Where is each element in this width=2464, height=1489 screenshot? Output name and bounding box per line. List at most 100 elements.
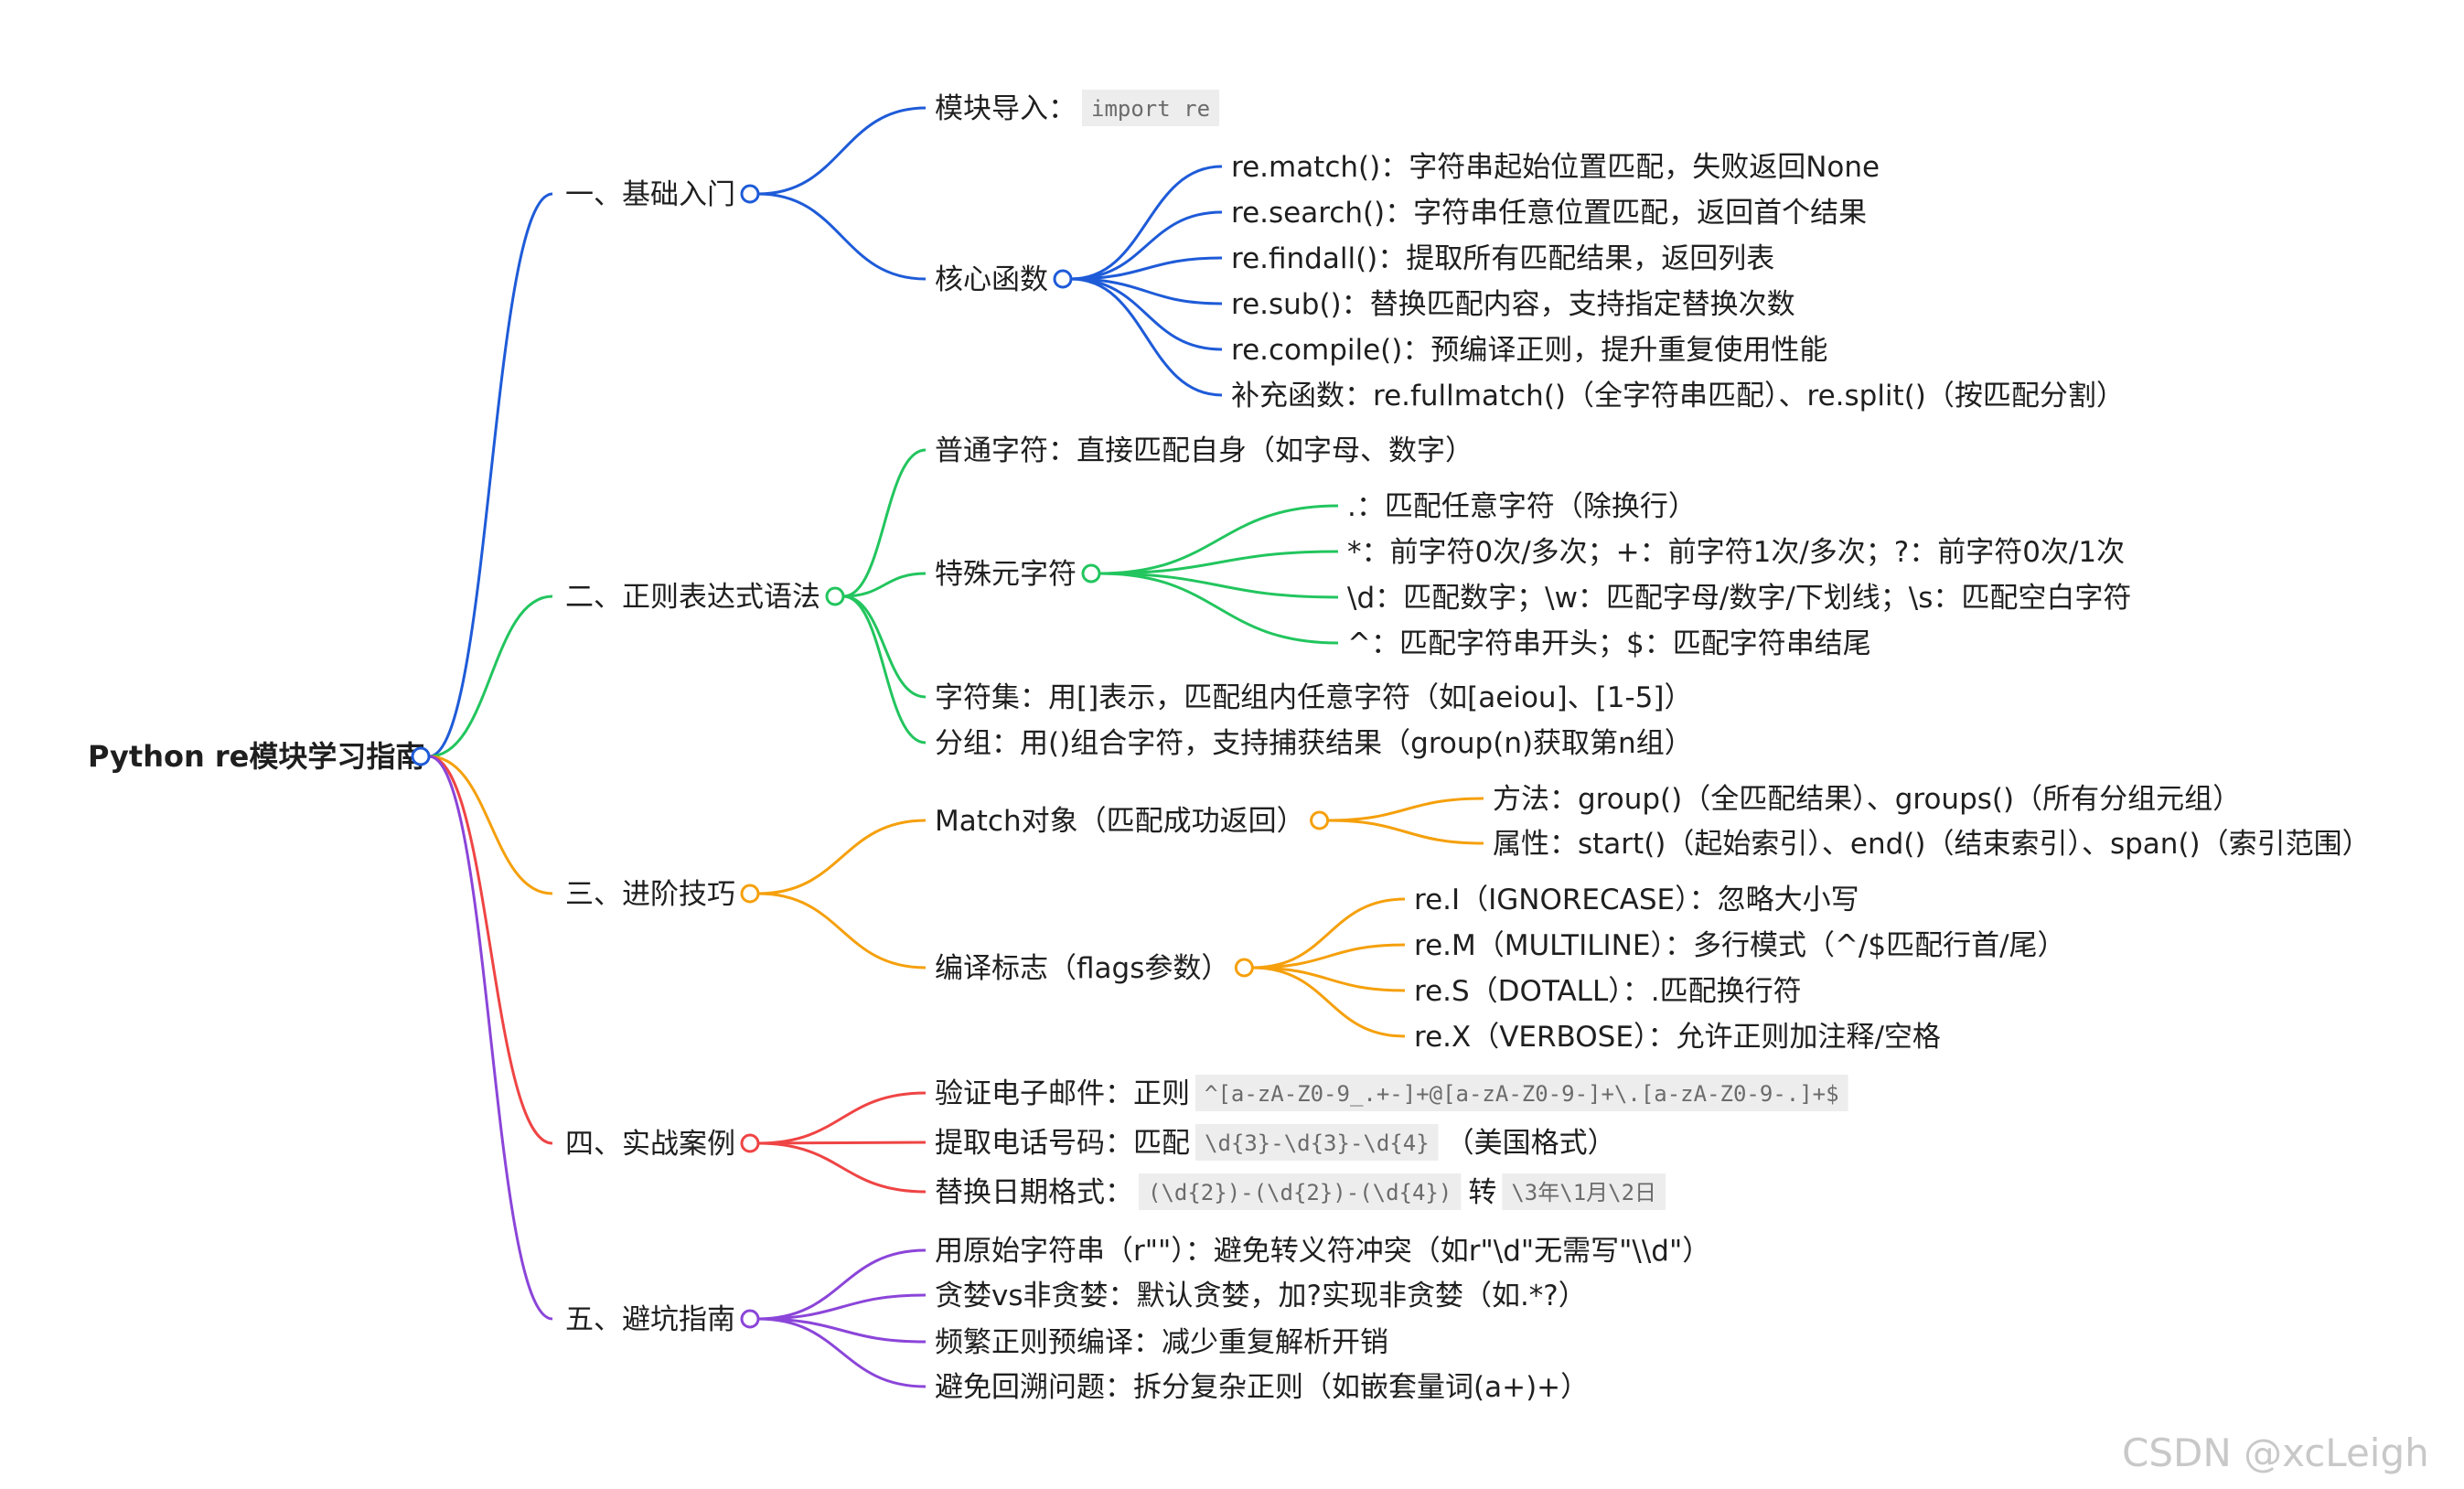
branch-2-collapse-icon[interactable] <box>740 884 760 904</box>
branch-1-1-leaf-3: ^：匹配字符串开头；$：匹配字符串结尾 <box>1347 627 1871 660</box>
node-text: re.match()：字符串起始位置匹配，失败返回None <box>1231 151 1880 184</box>
branch-2-subnode-1[interactable]: 编译标志（flags参数） <box>935 952 1229 985</box>
node-text: 转 <box>1468 1176 1496 1209</box>
node-text: ^：匹配字符串开头；$：匹配字符串结尾 <box>1347 627 1871 660</box>
code-snippet: \3年\1月\2日 <box>1511 1180 1656 1205</box>
node-text: re.findall()：提取所有匹配结果，返回列表 <box>1231 242 1774 275</box>
branch-0-1-leaf-1: re.search()：字符串任意位置匹配，返回首个结果 <box>1231 197 1867 230</box>
edge-branch-2-1-leaf-3 <box>1252 966 1406 1038</box>
branch-0-1-leaf-3: re.sub()：替换匹配内容，支持指定替换次数 <box>1231 288 1795 321</box>
edge-branch-1-1-leaf-2 <box>1098 572 1339 599</box>
branch-2-1-leaf-2: re.S（DOTALL）：.匹配换行符 <box>1414 975 1802 1008</box>
branch-0-label[interactable]: 一、基础入门 <box>565 178 735 211</box>
code-background <box>1195 1075 1848 1111</box>
edge-branch-2-child-1 <box>757 892 927 969</box>
branch-2-0-leaf-1: 属性：start()（起始索引）、end()（结束索引）、span()（索引范围… <box>1493 828 2371 861</box>
edge-branch-0-1-leaf-4 <box>1070 277 1223 351</box>
edge-branch-0-child-0 <box>757 106 927 196</box>
root-node-label[interactable]: Python re模块学习指南 <box>88 739 424 774</box>
edge-branch-0-1-leaf-1 <box>1070 210 1223 281</box>
edge-branch-3-child-0 <box>757 1091 927 1145</box>
code-snippet: (\d{2})-(\d{2})-(\d{4}) <box>1148 1180 1452 1205</box>
branch-4-label[interactable]: 五、避坑指南 <box>565 1303 735 1336</box>
edge-root-branch-0 <box>428 192 553 758</box>
node-text: re.sub()：替换匹配内容，支持指定替换次数 <box>1231 288 1795 321</box>
branch-0-leaf-0: 模块导入： import re <box>935 90 1220 126</box>
branch-1-leaf-3: 分组：用()组合字符，支持捕获结果（group(n)获取第n组） <box>935 727 1693 760</box>
node-text: re.X（VERBOSE）：允许正则加注释/空格 <box>1414 1021 1941 1054</box>
code-background <box>1139 1173 1462 1210</box>
branch-1-collapse-icon[interactable] <box>825 586 845 606</box>
branch-4-leaf-1: 贪婪vs非贪婪：默认贪婪，加?实现非贪婪（如.*?） <box>935 1280 1587 1312</box>
edge-branch-1-child-1 <box>842 572 927 598</box>
branch-1-1-leaf-2: \d：匹配数字；\w：匹配字母/数字/下划线；\s：匹配空白字符 <box>1347 582 2131 615</box>
branch-1-1-leaf-1: *：前字符0次/多次；+：前字符1次/多次；?：前字符0次/1次 <box>1347 536 2125 569</box>
node-text: 普通字符：直接匹配自身（如字母、数字） <box>935 434 1473 467</box>
code-background <box>1195 1124 1439 1161</box>
branch-2-label[interactable]: 三、进阶技巧 <box>565 878 735 911</box>
branch-1-leaf-2: 字符集：用[]表示，匹配组内任意字符（如[aeiou]、[1-5]） <box>935 681 1693 714</box>
edge-root-branch-4 <box>428 755 553 1321</box>
edge-root-branch-2 <box>428 755 553 895</box>
mind-map-nodes: Python re模块学习指南 一、基础入门 模块导入： import re 核心函数 r… <box>88 90 2371 1404</box>
node-text: re.S（DOTALL）：.匹配换行符 <box>1414 975 1802 1008</box>
branch-2-1-leaf-0: re.I（IGNORECASE）：忽略大小写 <box>1414 884 1859 916</box>
node-text: 用原始字符串（r""）：避免转义符冲突（如r"\d"无需写"\\d"） <box>935 1235 1710 1268</box>
node-text: \d：匹配数字；\w：匹配字母/数字/下划线；\s：匹配空白字符 <box>1347 582 2131 615</box>
branch-3-collapse-icon[interactable] <box>740 1133 760 1153</box>
branch-4-leaf-3: 避免回溯问题：拆分复杂正则（如嵌套量词(a+)+） <box>935 1371 1589 1404</box>
branch-2-subnode-0-collapse-icon[interactable] <box>1310 810 1330 830</box>
edge-branch-1-child-2 <box>842 595 927 699</box>
edge-branch-4-child-0 <box>757 1248 927 1321</box>
branch-0-1-leaf-2: re.findall()：提取所有匹配结果，返回列表 <box>1231 242 1774 275</box>
node-text: 提取电话号码：匹配 <box>935 1127 1190 1160</box>
node-text: 字符集：用[]表示，匹配组内任意字符（如[aeiou]、[1-5]） <box>935 681 1693 714</box>
branch-0-subnode-1[interactable]: 核心函数 <box>935 263 1048 296</box>
branch-4-leaf-0: 用原始字符串（r""）：避免转义符冲突（如r"\d"无需写"\\d"） <box>935 1235 1710 1268</box>
node-text: *：前字符0次/多次；+：前字符1次/多次；?：前字符0次/1次 <box>1347 536 2125 569</box>
node-text: 验证电子邮件：正则 <box>935 1077 1190 1110</box>
branch-3-leaf-2: 替换日期格式：(\d{2})-(\d{2})-(\d{4})转\3年\1月\2日 <box>935 1173 1666 1210</box>
branch-0-collapse-icon[interactable] <box>740 184 760 204</box>
node-text: .：匹配任意字符（除换行） <box>1347 490 1697 523</box>
branch-0-subnode-1-collapse-icon[interactable] <box>1053 269 1073 289</box>
edge-branch-3-child-2 <box>757 1141 927 1194</box>
edge-root-branch-1 <box>428 595 553 758</box>
edge-root-branch-3 <box>428 755 553 1145</box>
edge-branch-1-child-3 <box>842 595 927 744</box>
branch-2-subnode-0[interactable]: Match对象（匹配成功返回） <box>935 805 1305 838</box>
edge-branch-0-1-leaf-5 <box>1070 277 1223 397</box>
branch-4-leaf-2: 频繁正则预编译：减少重复解析开销 <box>935 1326 1388 1359</box>
root-expand-icon[interactable] <box>411 746 431 766</box>
edge-branch-1-1-leaf-1 <box>1098 550 1339 575</box>
branch-3-leaf-1: 提取电话号码：匹配\d{3}-\d{3}-\d{4}（美国格式） <box>935 1124 1616 1161</box>
node-text: 补充函数：re.fullmatch()（全字符串匹配）、re.split()（按… <box>1231 380 2125 412</box>
node-text: re.M（MULTILINE）：多行模式（^/$匹配行首/尾） <box>1414 929 2066 962</box>
code-snippet: import re <box>1091 96 1210 122</box>
node-text: 贪婪vs非贪婪：默认贪婪，加?实现非贪婪（如.*?） <box>935 1280 1587 1312</box>
node-text: 模块导入： <box>935 92 1077 125</box>
node-text: 分组：用()组合字符，支持捕获结果（group(n)获取第n组） <box>935 727 1693 760</box>
edge-branch-0-1-leaf-2 <box>1070 256 1223 281</box>
node-text: re.search()：字符串任意位置匹配，返回首个结果 <box>1231 197 1867 230</box>
branch-0-1-leaf-0: re.match()：字符串起始位置匹配，失败返回None <box>1231 151 1880 184</box>
branch-1-subnode-1[interactable]: 特殊元字符 <box>935 558 1077 591</box>
branch-1-label[interactable]: 二、正则表达式语法 <box>565 581 820 614</box>
branch-1-leaf-0: 普通字符：直接匹配自身（如字母、数字） <box>935 434 1473 467</box>
branch-3-leaf-0: 验证电子邮件：正则 ^[a-zA-Z0-9_.+-]+@[a-zA-Z0-9-]+… <box>935 1075 1848 1111</box>
edge-branch-4-child-3 <box>757 1317 927 1388</box>
edge-branch-1-1-leaf-0 <box>1098 504 1339 575</box>
branch-0-1-leaf-4: re.compile()：预编译正则，提升重复使用性能 <box>1231 334 1827 367</box>
branch-2-subnode-1-collapse-icon[interactable] <box>1234 958 1254 978</box>
node-text: 方法：group()（全匹配结果）、groups()（所有分组元组） <box>1493 783 2241 816</box>
watermark: CSDN @xcLeigh <box>2122 1430 2429 1475</box>
code-snippet: ^[a-zA-Z0-9_.+-]+@[a-zA-Z0-9-]+\.[a-zA-Z… <box>1205 1081 1839 1107</box>
branch-1-subnode-1-collapse-icon[interactable] <box>1081 563 1101 584</box>
edge-branch-0-1-leaf-3 <box>1070 277 1223 305</box>
branch-4-collapse-icon[interactable] <box>740 1309 760 1329</box>
branch-3-label[interactable]: 四、实战案例 <box>565 1128 735 1161</box>
mind-map-edges <box>428 106 1484 1388</box>
node-text: 频繁正则预编译：减少重复解析开销 <box>935 1326 1388 1359</box>
node-text: re.I（IGNORECASE）：忽略大小写 <box>1414 884 1859 916</box>
